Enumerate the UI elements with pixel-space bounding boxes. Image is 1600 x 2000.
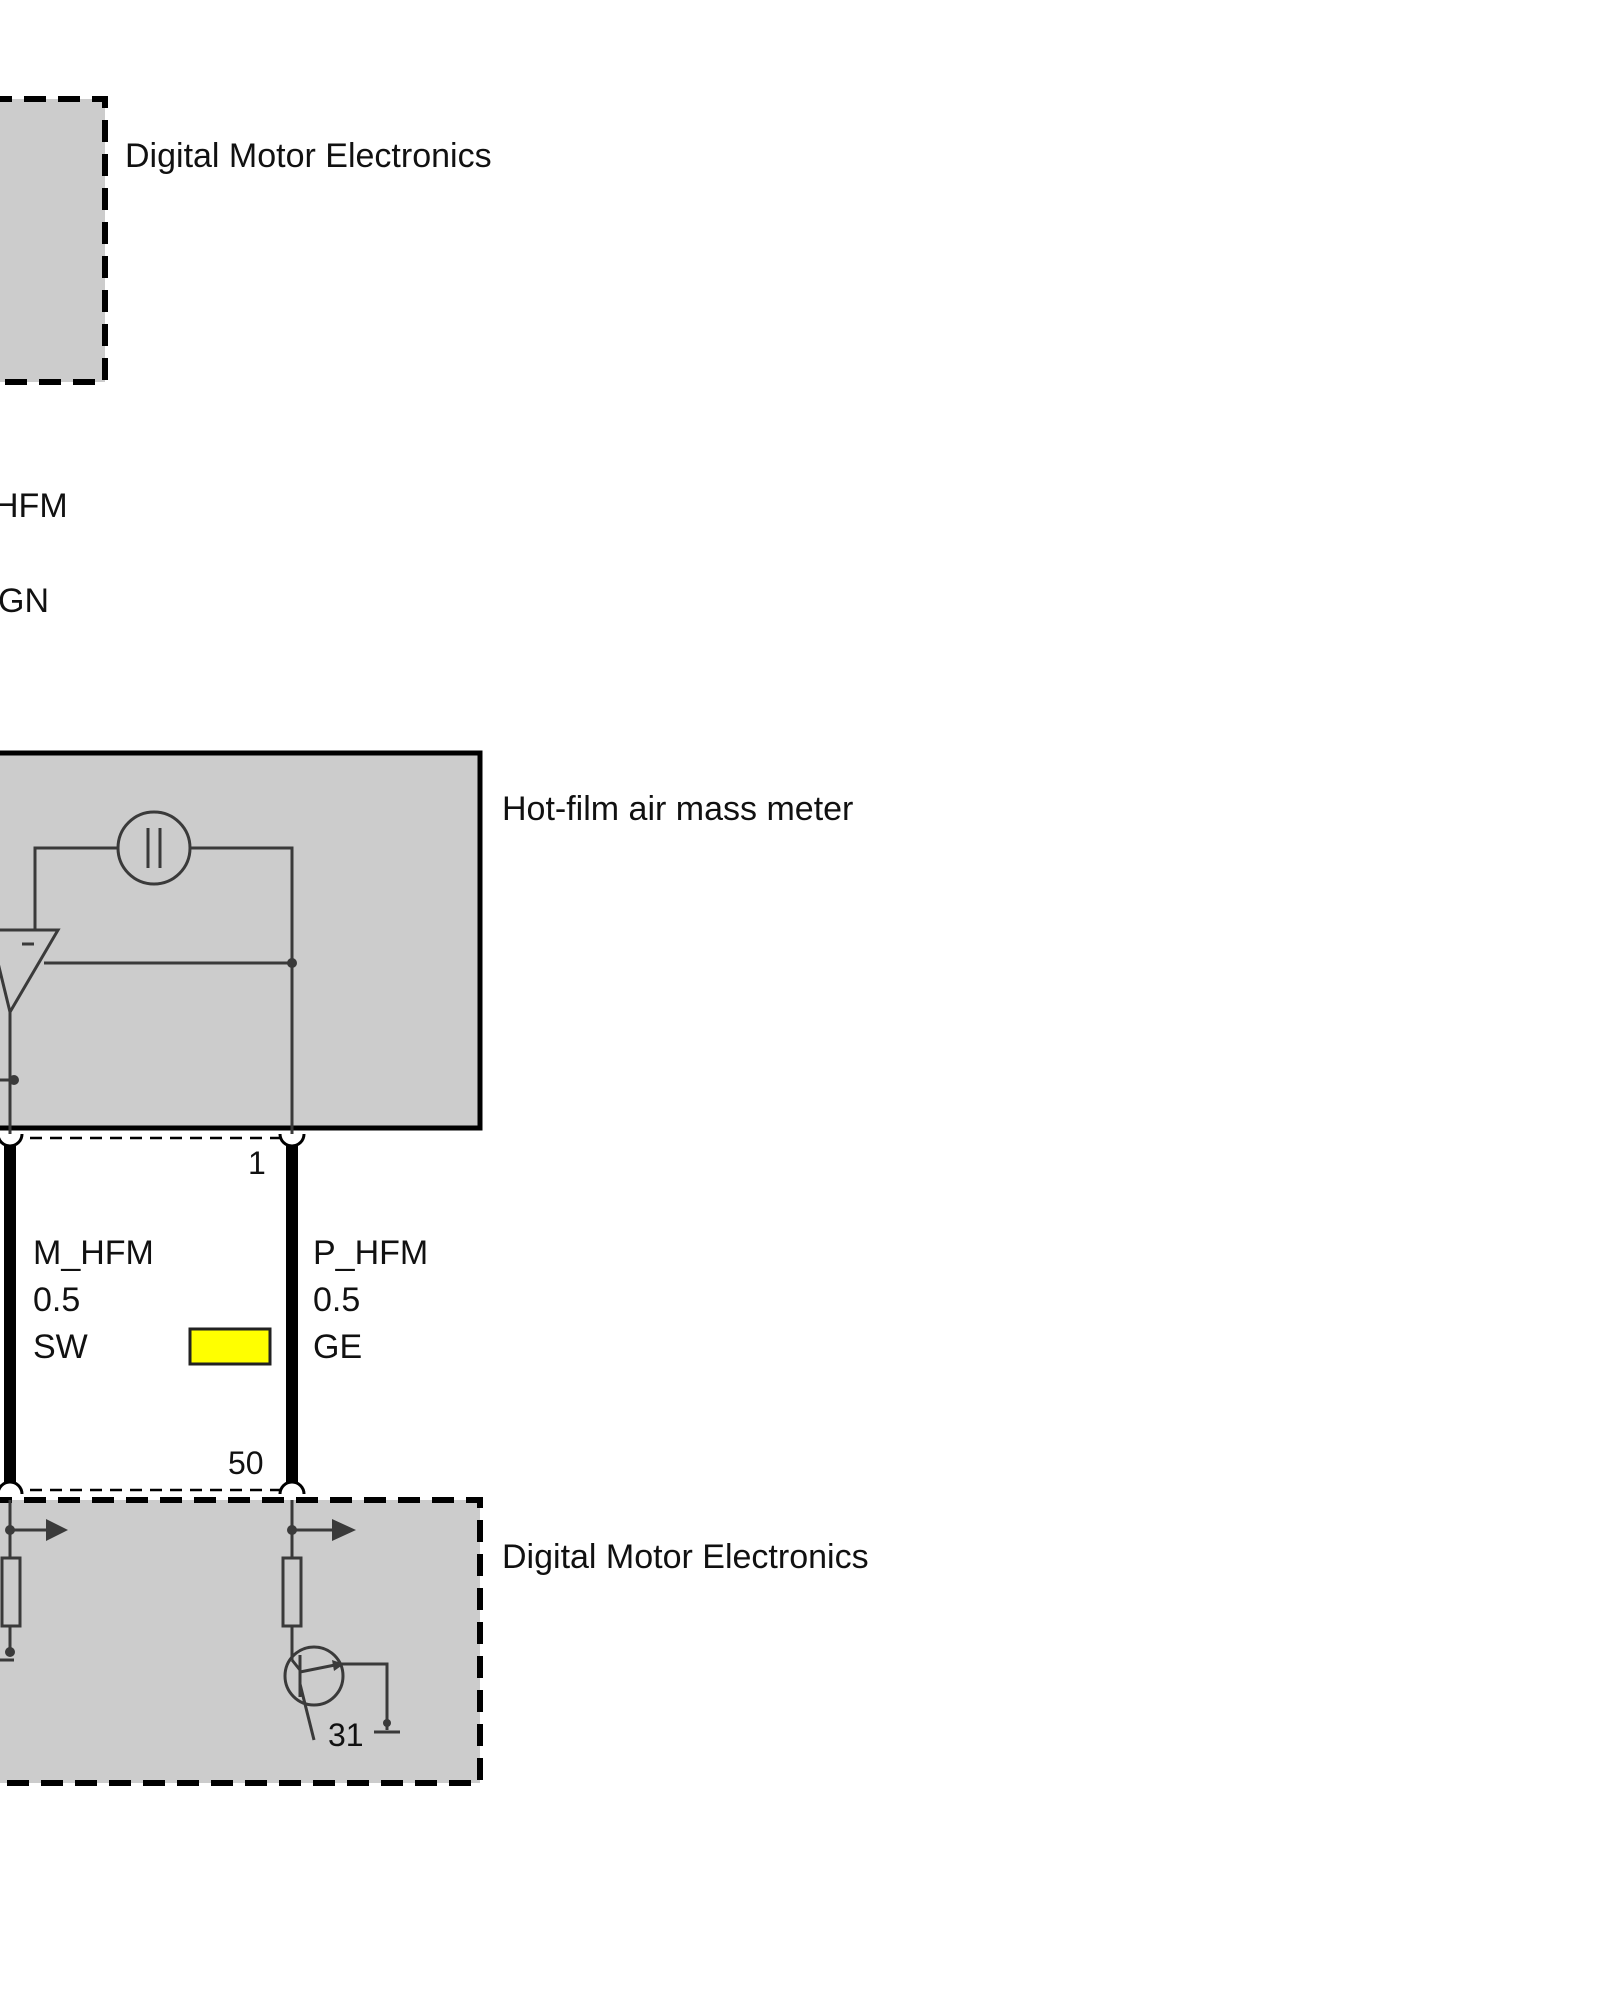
bottom-dme-box: [0, 1497, 483, 1786]
ground-label: 31: [328, 1717, 364, 1753]
pin-socket-icon: [278, 1133, 306, 1148]
pin-socket-icon: [0, 1480, 24, 1495]
bottom-dme-label: Digital Motor Electronics: [502, 1538, 869, 1576]
hfm-component: Hot-film air mass meter: [0, 750, 853, 1135]
wire-p-hfm-name: P_HFM: [313, 1234, 428, 1272]
hfm-internal-circuit: [0, 810, 297, 1135]
wire-m-hfm-name: M_HFM: [33, 1234, 154, 1272]
signal-arrow-icon: [46, 1519, 68, 1541]
wire-m-hfm-color: SW: [33, 1328, 88, 1366]
wire-p-hfm-size: 0.5: [313, 1281, 360, 1319]
top-dme-label: Digital Motor Electronics: [125, 137, 492, 175]
partial-wire-labels: HFM GN: [0, 487, 68, 620]
pin-socket-icon: [278, 1480, 306, 1495]
connector-color-swatch: [188, 1327, 272, 1366]
harness: 1 50 M_HFM 0.5 SW P_HFM 0.5 GE: [0, 1133, 428, 1495]
sensor-element-icon: [116, 810, 192, 886]
wire-m-hfm-size: 0.5: [33, 1281, 80, 1319]
bottom-dme-module: Digital Motor Electronics: [0, 1497, 869, 1786]
wire-p-hfm-color: GE: [313, 1328, 362, 1366]
top-dme-module: Digital Motor Electronics: [0, 96, 492, 385]
dme-input-left: [0, 1500, 68, 1662]
transistor-icon: [283, 1645, 345, 1707]
hfm-box: [0, 750, 483, 1131]
hfm-pin-number: 1: [248, 1145, 266, 1181]
partial-wire-name: HFM: [0, 487, 68, 525]
partial-wire-color: GN: [0, 582, 49, 620]
pin-socket-icon: [0, 1133, 24, 1148]
dme-input-right: 31: [281, 1500, 400, 1753]
dme-pin-number: 50: [228, 1445, 264, 1481]
amplifier-icon: [0, 928, 61, 1016]
hfm-label: Hot-film air mass meter: [502, 790, 853, 828]
signal-arrow-icon: [332, 1519, 356, 1541]
top-dme-box: [0, 96, 108, 385]
